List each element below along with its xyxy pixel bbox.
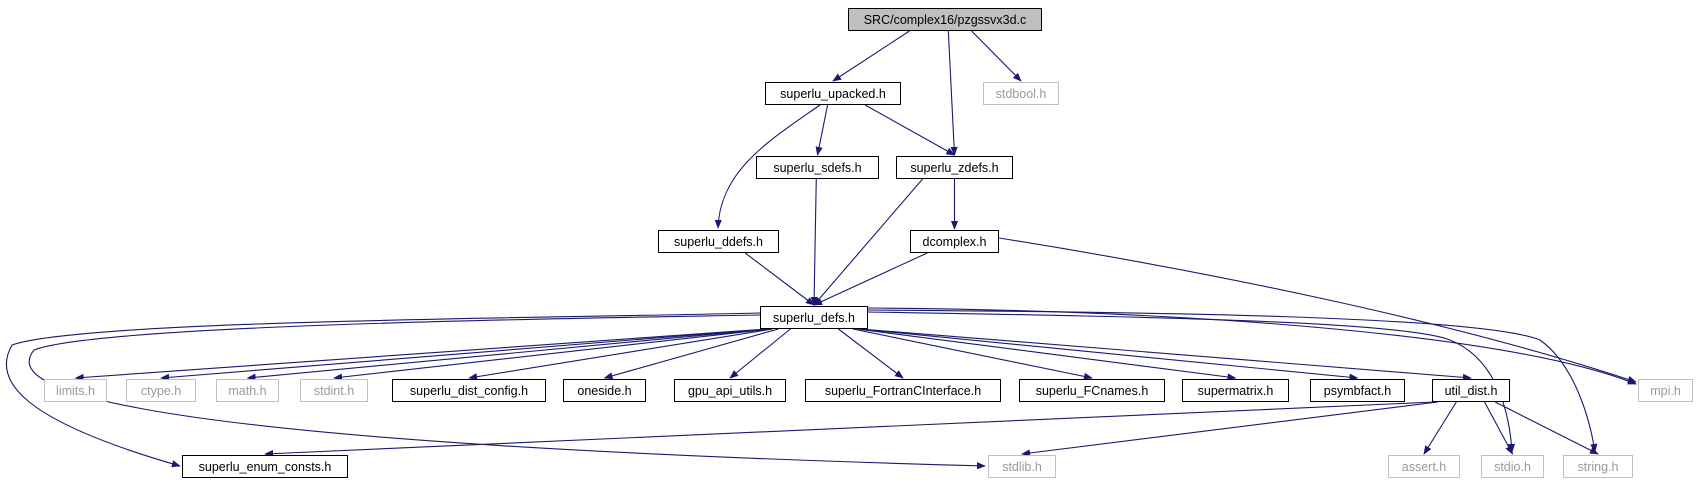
edge-defs-to-gpuapi	[729, 328, 791, 379]
edge-defs-to-distconfig	[468, 328, 773, 381]
node-oneside-h[interactable]: oneside.h	[563, 379, 646, 402]
node-superlu-zdefs-h[interactable]: superlu_zdefs.h	[896, 156, 1013, 179]
edge-defs-to-fortran	[838, 328, 904, 379]
edge-defs-to-enumconsts	[5, 312, 761, 468]
edge-zdefs-to-defs	[813, 178, 923, 306]
node-util-dist-h[interactable]: util_dist.h	[1432, 379, 1510, 402]
node-ctype-h: ctype.h	[126, 379, 196, 402]
node-superlu-dist-config-h[interactable]: superlu_dist_config.h	[392, 379, 546, 402]
node-gpu-api-utils-h[interactable]: gpu_api_utils.h	[674, 379, 786, 402]
edge-sdefs-to-defs	[810, 178, 818, 306]
edge-defs-to-stdlib	[28, 314, 986, 470]
edge-dcomplex-to-mpi	[998, 237, 1637, 383]
node-assert-h: assert.h	[1388, 455, 1460, 478]
node-superlu-fcnames-h[interactable]: superlu_FCnames.h	[1019, 379, 1165, 402]
edge-defs-to-oneside	[603, 328, 779, 380]
node-pzgssvx3d-c: SRC/complex16/pzgssvx3d.c	[848, 8, 1042, 31]
edge-dcomplex-to-defs	[813, 252, 928, 306]
edge-defs-to-psymbfact	[858, 328, 1359, 381]
edge-root-to-stdbool	[971, 30, 1022, 82]
node-supermatrix-h[interactable]: supermatrix.h	[1182, 379, 1289, 402]
edge-defs-to-limits	[74, 328, 767, 382]
node-stdio-h: stdio.h	[1481, 455, 1544, 478]
edge-defs-to-mpi	[867, 307, 1637, 385]
node-superlu-fortrancinterface-h[interactable]: superlu_FortranCInterface.h	[805, 379, 1001, 402]
edge-ddefs-to-defs	[744, 252, 815, 306]
edge-root-to-zdefs	[947, 30, 958, 156]
edge-upacked-to-zdefs	[864, 104, 956, 156]
node-superlu-defs-h[interactable]: superlu_defs.h	[760, 306, 868, 329]
edge-defs-to-stdint	[333, 328, 770, 381]
node-superlu-sdefs-h[interactable]: superlu_sdefs.h	[756, 156, 879, 179]
node-limits-h: limits.h	[44, 379, 107, 402]
node-math-h: math.h	[216, 379, 279, 402]
edge-utildist-to-assert	[1423, 401, 1457, 455]
edge-utildist-to-string	[1494, 401, 1599, 455]
edge-defs-to-supermatrix	[856, 328, 1237, 381]
edge-defs-to-ctype	[160, 328, 768, 381]
node-mpi-h: mpi.h	[1638, 379, 1693, 402]
edge-root-to-upacked	[832, 30, 910, 82]
node-psymbfact-h[interactable]: psymbfact.h	[1310, 379, 1405, 402]
edge-defs-to-fcnames	[852, 328, 1093, 380]
node-dcomplex-h[interactable]: dcomplex.h	[910, 230, 999, 253]
node-stdint-h: stdint.h	[300, 379, 368, 402]
node-string-h: string.h	[1563, 455, 1633, 478]
edge-utildist-to-enumconsts	[264, 401, 1435, 458]
edge-defs-to-math	[246, 328, 769, 381]
node-superlu-upacked-h[interactable]: superlu_upacked.h	[765, 82, 901, 105]
edge-defs-to-utildist	[860, 328, 1472, 381]
edge-upacked-to-sdefs	[815, 104, 829, 156]
node-superlu-enum-consts-h[interactable]: superlu_enum_consts.h	[182, 455, 348, 478]
edge-defs-to-string	[867, 309, 1598, 453]
node-stdbool-h: stdbool.h	[983, 82, 1059, 105]
node-superlu-ddefs-h[interactable]: superlu_ddefs.h	[658, 230, 779, 253]
edge-utildist-to-stdio	[1484, 401, 1513, 455]
edge-upacked-to-ddefs	[714, 104, 821, 229]
node-stdlib-h: stdlib.h	[988, 455, 1056, 478]
edge-utildist-to-stdlib	[1021, 401, 1438, 457]
